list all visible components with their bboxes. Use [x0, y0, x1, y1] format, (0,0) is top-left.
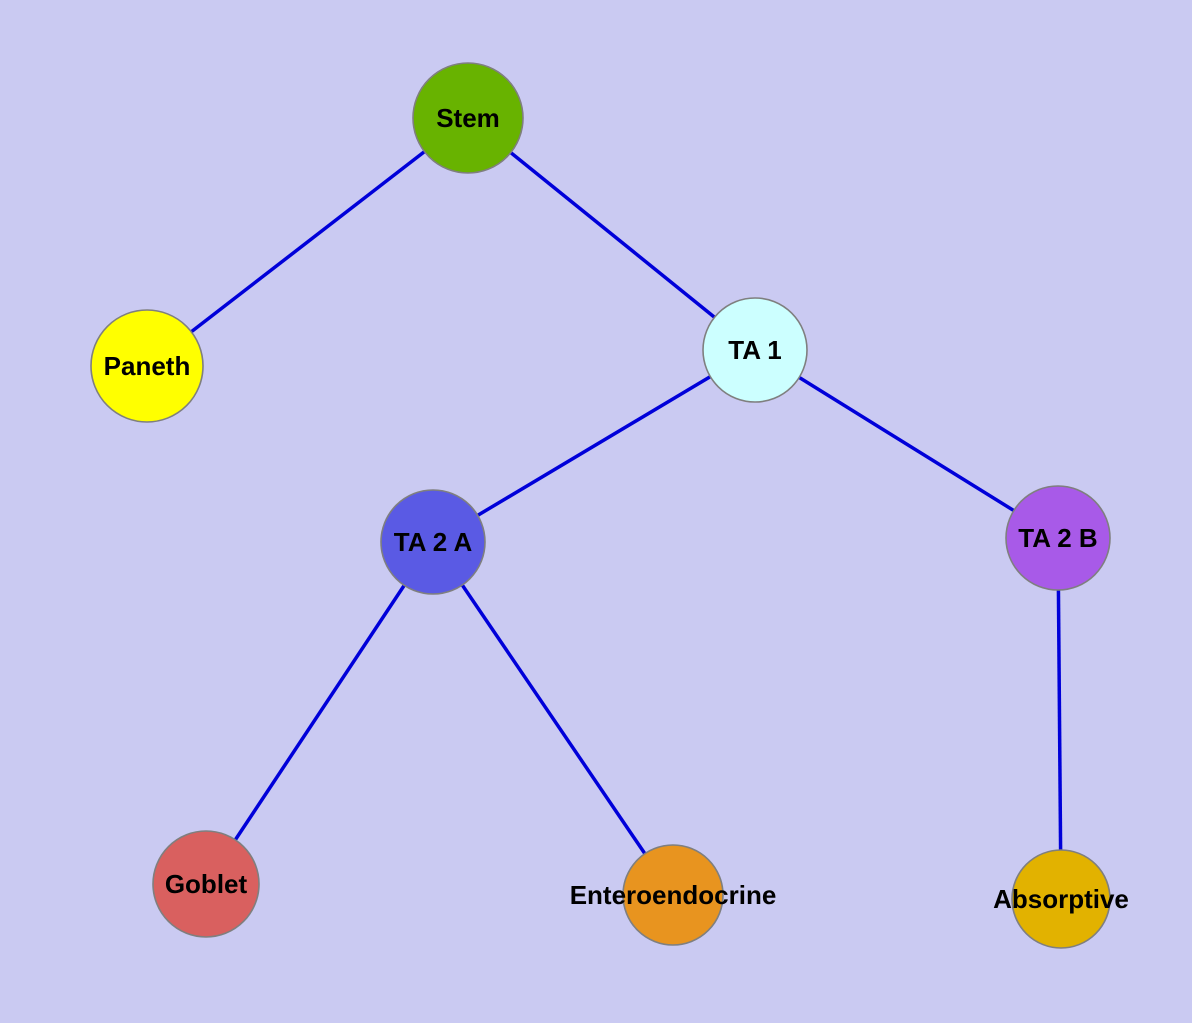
node-label-paneth: Paneth — [104, 351, 191, 381]
node-label-ta1: TA 1 — [728, 335, 781, 365]
node-ta2b[interactable]: TA 2 B — [1005, 485, 1111, 591]
node-label-goblet: Goblet — [165, 869, 248, 899]
node-label-ta2b: TA 2 B — [1018, 523, 1097, 553]
edge-stem-ta1 — [466, 116, 757, 352]
node-absorptive[interactable]: Absorptive — [993, 849, 1129, 949]
node-goblet[interactable]: Goblet — [152, 830, 260, 938]
node-label-ta2a: TA 2 A — [394, 527, 473, 557]
edge-layer — [145, 116, 1063, 900]
node-circle-goblet[interactable] — [152, 830, 260, 938]
edge-ta2a-enteroendocrine — [431, 541, 675, 896]
node-circle-ta1[interactable] — [702, 297, 808, 403]
edge-ta2a-goblet — [204, 541, 435, 885]
edge-ta1-ta2b — [754, 348, 1059, 540]
node-paneth[interactable]: Paneth — [90, 309, 204, 423]
edge-ta1-ta2a — [432, 348, 756, 544]
node-circle-enteroendocrine[interactable] — [622, 844, 724, 946]
node-circle-stem[interactable] — [412, 62, 524, 174]
node-ta1[interactable]: TA 1 — [702, 297, 808, 403]
node-circle-absorptive[interactable] — [1011, 849, 1111, 949]
node-circle-ta2b[interactable] — [1005, 485, 1111, 591]
edge-stem-paneth — [145, 116, 470, 368]
node-label-stem: Stem — [436, 103, 500, 133]
node-label-absorptive: Absorptive — [993, 884, 1129, 914]
node-ta2a[interactable]: TA 2 A — [380, 489, 486, 595]
node-circle-ta2a[interactable] — [380, 489, 486, 595]
edge-ta2b-absorptive — [1056, 537, 1063, 900]
node-stem[interactable]: Stem — [412, 62, 524, 174]
node-enteroendocrine[interactable]: Enteroendocrine — [570, 844, 777, 946]
node-label-enteroendocrine: Enteroendocrine — [570, 880, 777, 910]
node-circle-paneth[interactable] — [90, 309, 204, 423]
